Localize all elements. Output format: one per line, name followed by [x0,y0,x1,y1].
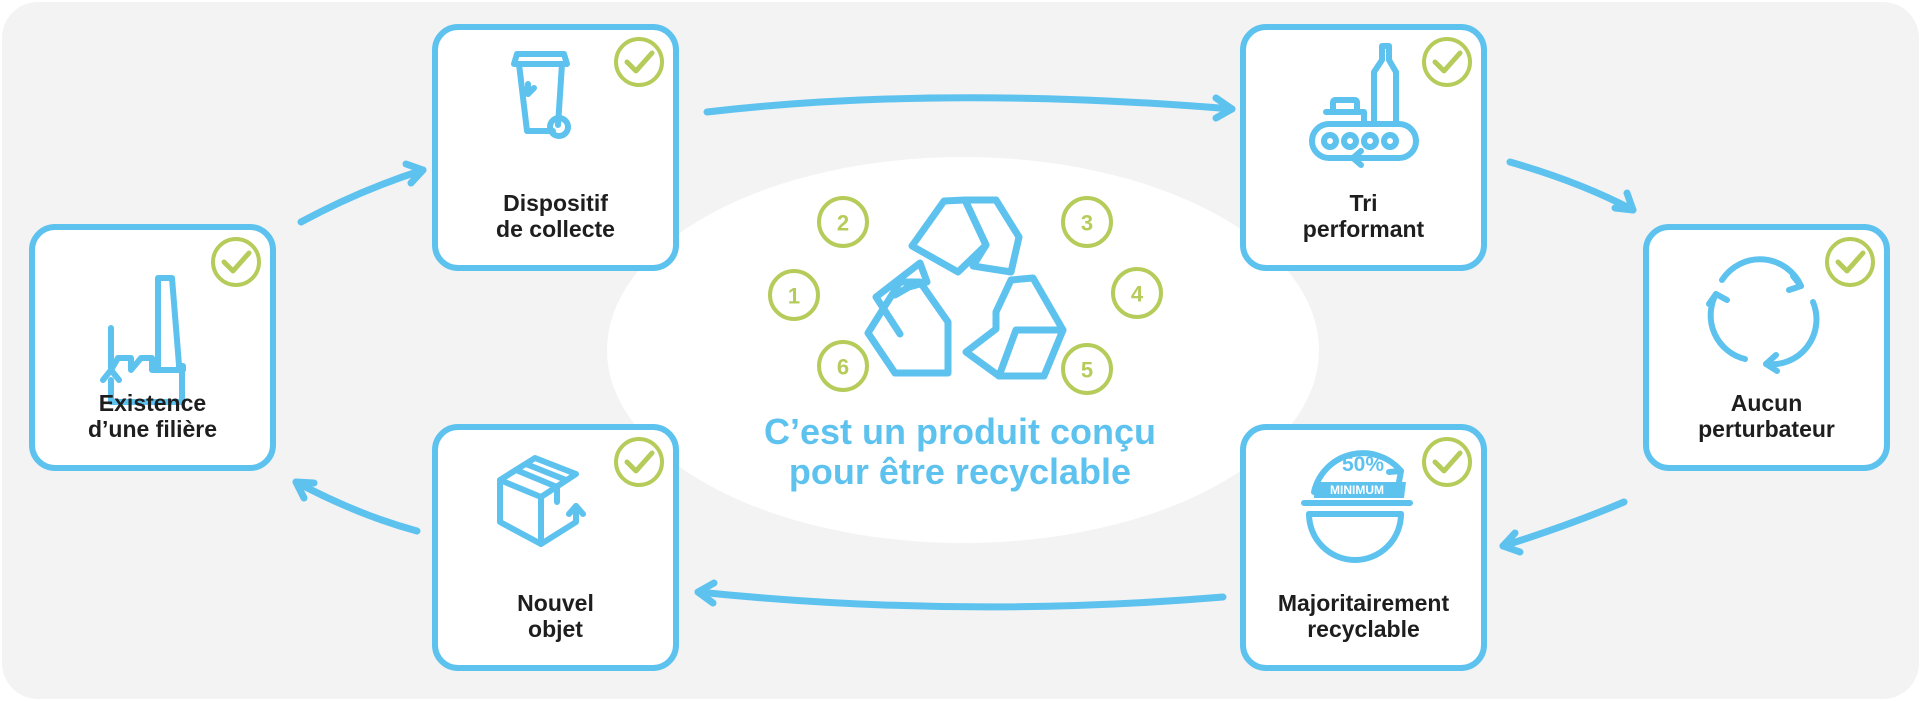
fifty-percent-gauge-icon: 50% MINIMUM [1301,450,1413,563]
step-label-recyclable: Majoritairement recyclable [1277,590,1450,642]
number-5: 5 [1081,358,1093,383]
arrow-perturbateur-to-recyclable-head [1499,529,1524,556]
step-label-perturbateur: Aucun perturbateur [1698,390,1835,442]
step-card-collecte: Dispositif de collecte [432,24,679,271]
wheelie-bin-icon [511,51,571,139]
check-icon [211,237,261,287]
arrow-collecte-to-tri-head [1212,94,1236,122]
check-icon [1422,437,1472,487]
arrow-tri-to-perturbateur-head [1611,189,1637,214]
arrow-collecte-to-tri [703,94,1236,116]
step-label-tri: Tri performant [1302,190,1425,242]
step-card-perturbateur: Aucun perturbateur [1643,224,1890,471]
step-card-objet: Nouvel objet [432,424,679,671]
step-label-objet: Nouvel objet [517,590,594,642]
check-icon [1825,237,1875,287]
check-icon [1422,37,1472,87]
number-6: 6 [837,355,849,380]
fifty-percent-value: 50% [1342,453,1384,476]
arrow-perturbateur-to-recyclable [1499,498,1628,550]
minimum-label: MINIMUM [1330,483,1384,497]
number-2: 2 [837,211,849,236]
center-title-line-1: C’est un produit conçu [764,411,1156,452]
recycle-symbol-icon [864,196,1067,380]
arrow-objet-to-filiere [292,478,421,535]
number-circle-4 [1111,267,1163,319]
center-title-line-2: pour être recyclable [788,451,1132,492]
arrow-recyclable-to-objet [694,588,1227,611]
number-circle-6 [817,340,869,392]
arrow-objet-to-filiere-head [292,478,318,502]
arrow-filiere-to-collecte-head [402,160,427,187]
step-label-collecte: Dispositif de collecte [496,190,615,242]
step-label-filiere: Existence d’une filière [87,390,218,442]
step-card-recyclable: 50% MINIMUM Majoritairement recyclable [1240,424,1487,671]
step-numbers [768,196,1163,395]
check-icon [614,437,664,487]
number-1: 1 [788,284,800,309]
check-icon [614,37,664,87]
box-icon [497,455,586,547]
arrow-recyclable-to-objet-head [694,579,718,607]
number-4: 4 [1131,282,1144,307]
factory-icon [100,275,186,405]
conveyor-belt-bottle-icon [1309,43,1419,168]
number-circle-2 [817,196,869,248]
center-ellipse [607,157,1319,543]
arrow-tri-to-perturbateur [1506,158,1637,214]
arrow-filiere-to-collecte [297,166,427,226]
step-card-tri: Tri performant [1240,24,1487,271]
number-circle-5 [1061,343,1113,395]
center-title: C’est un produit conçu pour être recycla… [620,412,1300,492]
number-circle-3 [1061,196,1113,248]
step-card-filiere: Existence d’une filière [29,224,276,471]
circular-arrows-icon [1706,256,1820,374]
number-circle-1 [768,269,820,321]
number-3: 3 [1081,211,1093,236]
